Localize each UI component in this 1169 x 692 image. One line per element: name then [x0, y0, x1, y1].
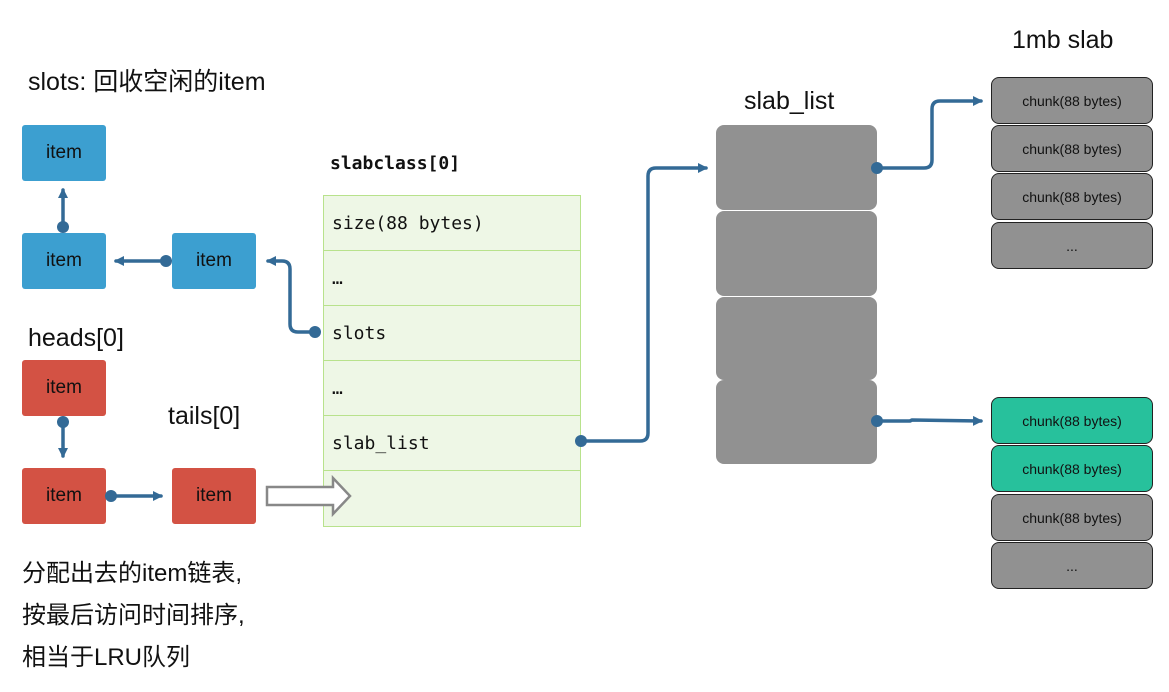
heads-label: heads[0]	[28, 324, 124, 352]
slabclass-row-size: size(88 bytes)	[324, 196, 580, 251]
dot-slab-list-block-4	[871, 415, 883, 427]
dot-slab-list-block-1	[871, 162, 883, 174]
dot-slots-middle	[57, 221, 69, 233]
arrow-slab-list-to-top-slab	[875, 96, 983, 170]
slabclass-struct: size(88 bytes) … slots … slab_list	[323, 195, 581, 527]
slab-bottom-chunk-1: chunk(88 bytes)	[991, 397, 1153, 444]
slab-bottom-chunk-2: chunk(88 bytes)	[991, 445, 1153, 492]
lru-caption: 分配出去的item链表, 按最后访问时间排序, 相当于LRU队列	[22, 553, 245, 679]
lru-item-head: item	[22, 360, 106, 416]
slab-bottom-chunk-ellipsis: ...	[991, 542, 1153, 589]
slab-top-chunk-2: chunk(88 bytes)	[991, 125, 1153, 172]
slab-list-block-1	[716, 125, 877, 210]
arrow-slabclass-to-slab-list	[579, 163, 708, 443]
tails-label: tails[0]	[168, 402, 241, 430]
slab-top-chunk-3: chunk(88 bytes)	[991, 173, 1153, 220]
slabclass-title: slabclass[0]	[330, 153, 461, 174]
slabclass-row-ellipsis-1: …	[324, 251, 580, 306]
slab-top-chunk-1: chunk(88 bytes)	[991, 77, 1153, 124]
slots-item-head: item	[172, 233, 256, 289]
slab-list-block-2	[716, 211, 877, 296]
dot-slots-head	[160, 255, 172, 267]
slots-item-middle: item	[22, 233, 106, 289]
slots-item-top: item	[22, 125, 106, 181]
slabclass-row-slab-list: slab_list	[324, 416, 580, 471]
dot-slabclass-slots	[309, 326, 321, 338]
slabclass-row-ellipsis-2: …	[324, 361, 580, 416]
dot-slabclass-slab-list	[575, 435, 587, 447]
lru-item-tail: item	[172, 468, 256, 524]
slab-list-block-3	[716, 297, 877, 380]
hollow-arrow-lru-to-slabclass	[265, 474, 352, 518]
slabclass-row-slots: slots	[324, 306, 580, 361]
arrow-slabclass-slots-to-item	[266, 256, 317, 334]
slab-list-title: slab_list	[744, 87, 835, 115]
slab-list-block-4	[716, 380, 877, 464]
caption-line-2: 按最后访问时间排序,	[22, 602, 245, 629]
caption-line-1: 分配出去的item链表,	[22, 560, 243, 587]
slab-top-chunk-ellipsis: ...	[991, 222, 1153, 269]
dot-lru-middle	[105, 490, 117, 502]
arrow-slab-list-to-bottom-slab	[875, 415, 983, 426]
lru-item-middle: item	[22, 468, 106, 524]
dot-lru-head	[57, 416, 69, 428]
caption-line-3: 相当于LRU队列	[22, 644, 191, 671]
slots-title: slots: 回收空闲的item	[28, 68, 266, 96]
slab-bottom-chunk-3: chunk(88 bytes)	[991, 494, 1153, 541]
slab-title: 1mb slab	[1012, 26, 1114, 54]
